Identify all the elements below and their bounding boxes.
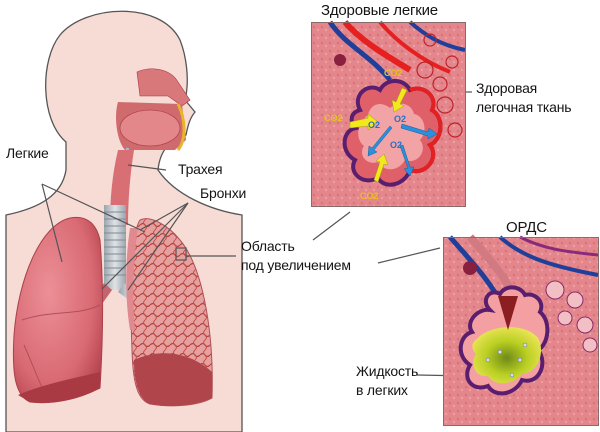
label-healthy-tissue-line1: Здоровая bbox=[476, 80, 538, 96]
ards-panel bbox=[443, 237, 599, 426]
lung-left bbox=[12, 216, 104, 404]
o2-label-c: O2 bbox=[390, 140, 402, 150]
ards-panel-art bbox=[443, 234, 599, 425]
co2-label-left: CO2 bbox=[324, 113, 343, 123]
label-lungs: Легкие bbox=[6, 145, 49, 161]
label-fluid-line1: Жидкость bbox=[356, 363, 419, 379]
co2-label-top: CO2 bbox=[384, 68, 403, 78]
label-magnified-line2: под увеличением bbox=[241, 257, 351, 273]
healthy-lungs-panel bbox=[311, 22, 466, 207]
healthy-panel-art: CO2 CO2 CO2 O2 O2 O2 bbox=[311, 20, 466, 206]
lung-right bbox=[126, 218, 213, 407]
ards-panel-title: ОРДС bbox=[506, 219, 547, 236]
label-healthy-tissue-line2: легочная ткань bbox=[476, 99, 572, 115]
co2-label-bottom: CO2 bbox=[360, 191, 379, 201]
healthy-panel-title: Здоровые легкие bbox=[321, 2, 438, 19]
o2-label-b: O2 bbox=[394, 114, 406, 124]
label-fluid-line2: в легких bbox=[356, 382, 408, 398]
label-trachea: Трахея bbox=[178, 161, 223, 177]
label-magnified-line1: Область bbox=[241, 238, 295, 254]
o2-label-a: O2 bbox=[368, 120, 380, 130]
label-bronchi: Бронхи bbox=[200, 185, 247, 201]
